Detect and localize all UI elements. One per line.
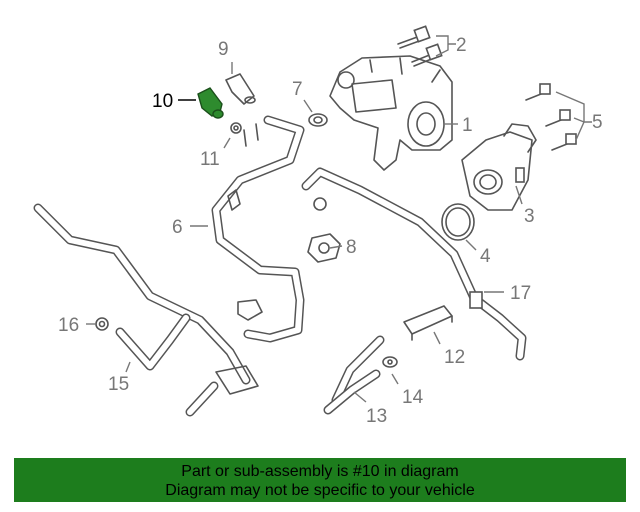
callout-13[interactable]: 13 — [366, 406, 387, 427]
callout-9[interactable]: 9 — [218, 39, 229, 60]
part-6-pipe[interactable] — [211, 115, 305, 343]
part-1-egr-valve[interactable] — [329, 55, 453, 171]
part-3-housing[interactable] — [461, 123, 537, 211]
part-16-washer[interactable] — [95, 317, 109, 331]
part-15-pipe[interactable] — [33, 203, 259, 417]
callout-16[interactable]: 16 — [58, 315, 79, 336]
callout-5[interactable]: 5 — [592, 112, 603, 133]
part-10-sensor-highlighted[interactable] — [197, 87, 224, 119]
parts-diagram: 1 2 3 4 5 6 7 8 9 10 11 12 13 14 15 16 1… — [33, 25, 603, 427]
callout-4[interactable]: 4 — [480, 246, 491, 267]
callout-15[interactable]: 15 — [108, 374, 129, 395]
callout-7[interactable]: 7 — [292, 79, 303, 100]
part-5-bolts[interactable] — [525, 83, 577, 151]
callout-14[interactable]: 14 — [402, 387, 424, 408]
leader-lines — [86, 35, 592, 403]
part-11-washer[interactable] — [230, 122, 242, 134]
part-9-sensor[interactable] — [225, 73, 256, 105]
banner-line-2: Diagram may not be specific to your vehi… — [165, 482, 475, 499]
part-14-washer[interactable] — [382, 356, 398, 368]
callout-labels: 1 2 3 4 5 6 7 8 9 10 11 12 13 14 15 16 1… — [58, 35, 603, 427]
banner-line-1: Part or sub-assembly is #10 in diagram — [181, 463, 459, 480]
callout-2[interactable]: 2 — [456, 35, 467, 56]
part-17-pipe[interactable] — [301, 167, 527, 361]
part-12-sensor[interactable] — [403, 305, 453, 341]
callout-10[interactable]: 10 — [152, 91, 173, 112]
part-8-gasket[interactable] — [307, 233, 341, 263]
callout-6[interactable]: 6 — [172, 217, 183, 238]
callout-11[interactable]: 11 — [200, 149, 220, 170]
callout-1[interactable]: 1 — [462, 115, 473, 136]
part-13-tube[interactable] — [323, 335, 385, 415]
callout-3[interactable]: 3 — [524, 206, 535, 227]
part-7-washer[interactable] — [308, 113, 328, 127]
info-banner: Part or sub-assembly is #10 in diagram D… — [14, 458, 626, 502]
callout-12[interactable]: 12 — [444, 347, 465, 368]
callout-8[interactable]: 8 — [346, 237, 357, 258]
part-4-gasket-ring[interactable] — [441, 203, 475, 241]
callout-17[interactable]: 17 — [510, 283, 531, 304]
